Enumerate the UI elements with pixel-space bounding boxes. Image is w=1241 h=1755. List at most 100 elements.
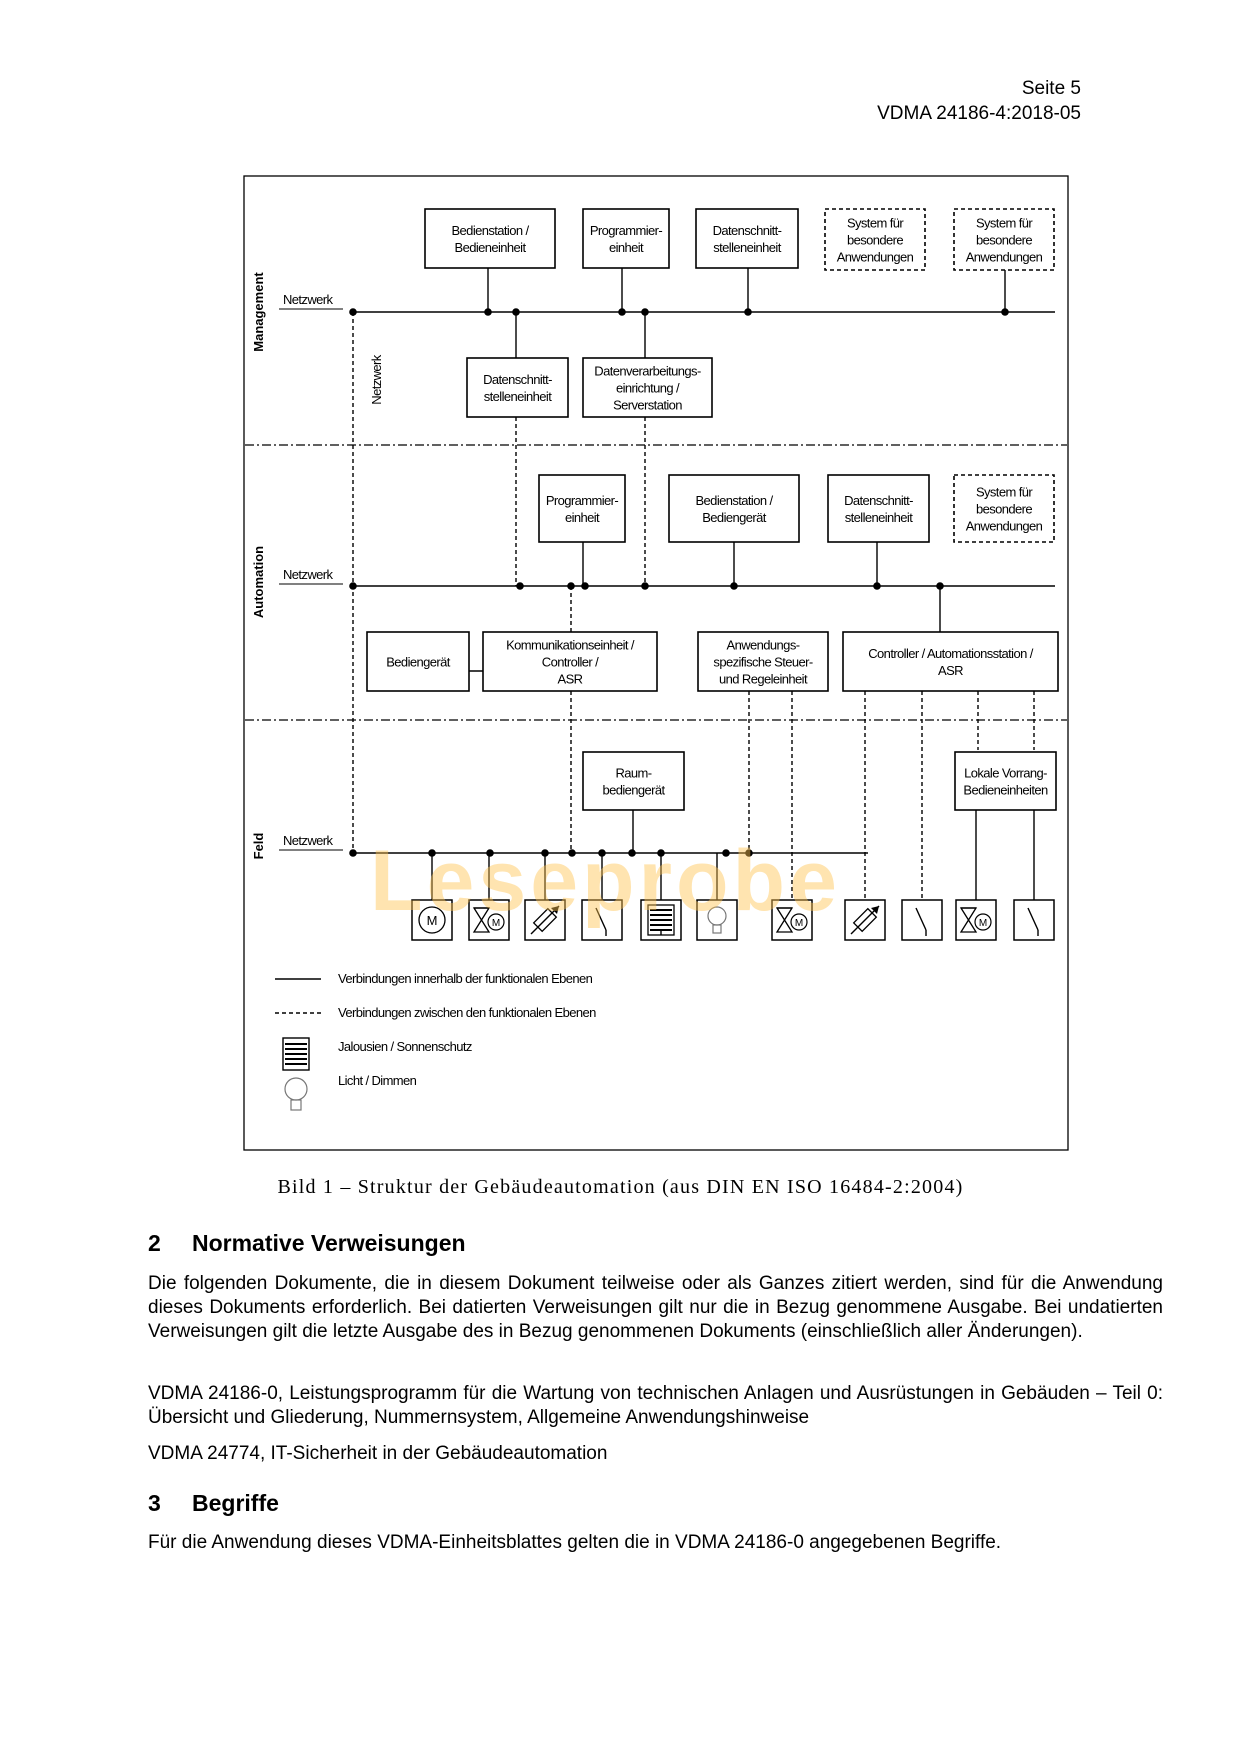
mgmt-bedienstation-box-label: Bedieneinheit (455, 240, 527, 255)
network-node (598, 849, 606, 857)
page-number: Seite 5 (1021, 78, 1081, 99)
motor-circle (487, 913, 505, 931)
auto-kommunikation-box (482, 631, 658, 692)
feld-lokal-box-label: Lokale Vorrang- (964, 766, 1047, 781)
auto-anwendung-box (697, 631, 829, 692)
mgmt-system-box (824, 208, 926, 271)
auto-anwendung-box-label: spezifische Steuer- (713, 655, 812, 670)
arrow-head (871, 906, 879, 914)
mgmt-programmier-box-label: einheit (609, 240, 644, 255)
valve-device-icon: M (955, 899, 997, 941)
feld-lokal-box (954, 751, 1057, 811)
auto-datenschnitt-box-label: stelleneinheit (845, 510, 913, 525)
mgmt-system-box-label: besondere (976, 233, 1032, 248)
light-bulb-icon (284, 1077, 308, 1111)
document-id: VDMA 24186-4:2018-05 (877, 103, 1081, 124)
bulb-device-icon (696, 899, 738, 941)
network-node (657, 849, 665, 857)
mgmt-programmier-box (582, 208, 670, 269)
network-label: Netzwerk (283, 833, 333, 848)
network-node (628, 849, 636, 857)
switch-lever (595, 907, 607, 931)
section-number: 2 (148, 1230, 161, 1256)
network-node (641, 582, 649, 590)
network-node (516, 582, 524, 590)
mgmt-system-box (953, 208, 1055, 271)
jalousie-frame (282, 1037, 310, 1071)
feld-raum-box-label: bediengerät (602, 783, 665, 798)
mgmt-system-box-label: Anwendungen (837, 250, 914, 265)
auto-anwendung-box-label: Anwendungs- (727, 638, 800, 653)
network-node (722, 849, 730, 857)
network-label: Netzwerk (283, 292, 333, 307)
mgmt-datenschnitt2-box-label: stelleneinheit (484, 389, 552, 404)
valve-device-icon: M (771, 899, 813, 941)
network-node (581, 582, 589, 590)
device-frame (955, 899, 997, 941)
bulb-base (290, 1099, 302, 1111)
mgmt-datenverarbeitung-box-label: einrichtung / (616, 381, 680, 396)
mgmt-datenschnitt2-box (466, 357, 569, 418)
network-node (567, 582, 575, 590)
mgmt-bedienstation-box-label: Bedienstation / (451, 223, 529, 238)
figure-caption: Bild 1 – Struktur der Gebäudeautomation … (277, 1176, 964, 1198)
network-node (641, 308, 649, 316)
auto-system-box (953, 474, 1055, 543)
auto-bedienstation-box-label: Bediengerät (702, 510, 766, 525)
auto-system-box-label: Anwendungen (966, 519, 1043, 534)
motor-letter: M (492, 918, 500, 929)
paragraph: VDMA 24774, IT-Sicherheit in der Gebäude… (148, 1443, 608, 1464)
auto-bedienstation-box (668, 474, 800, 543)
network-node (745, 849, 753, 857)
network-node (936, 582, 944, 590)
motor-circle (418, 906, 446, 934)
device-frame (771, 899, 813, 941)
auto-controller-box-label: Controller / Automationsstation / (868, 646, 1033, 661)
motor-circle (790, 913, 808, 931)
sensor-device-icon (844, 899, 886, 941)
auto-system-box-label: besondere (976, 502, 1032, 517)
auto-datenschnitt-box-label: Datenschnitt- (844, 493, 913, 508)
auto-bediengeraet-box-label: Bediengerät (386, 655, 450, 670)
bulb-base (712, 924, 722, 934)
auto-controller-box-label: ASR (938, 663, 963, 678)
mgmt-datenschnitt-box-label: stelleneinheit (713, 240, 781, 255)
mgmt-bedienstation-box (424, 208, 556, 269)
paragraph: VDMA 24186-0, Leistungsprogramm für die … (148, 1383, 1163, 1428)
jalousie-icon (282, 1037, 310, 1071)
valve-device-icon: M (468, 899, 510, 941)
building-automation-diagram: ManagementAutomationFeldNetzwerkNetzwerk… (243, 175, 1069, 1151)
network-node (349, 582, 357, 590)
network-node (486, 849, 494, 857)
mgmt-datenverarbeitung-box (582, 357, 713, 418)
switch-device-icon (581, 899, 623, 941)
network-node (744, 308, 752, 316)
network-label: Netzwerk (283, 567, 333, 582)
mgmt-datenschnitt-box-label: Datenschnitt- (713, 223, 782, 238)
network-node (349, 849, 357, 857)
device-frame (468, 899, 510, 941)
arrow-head (551, 906, 559, 914)
switch-device-icon (1013, 899, 1055, 941)
auto-datenschnitt-box (827, 474, 930, 543)
section-heading-2: 2 Normative Verweisungen (148, 1230, 466, 1257)
mgmt-system-box-label: Anwendungen (966, 250, 1043, 265)
level-label-automation: Automation (251, 546, 266, 618)
mgmt-programmier-box-label: Programmier- (590, 223, 663, 238)
mgmt-datenverarbeitung-box-label: Serverstation (613, 398, 682, 413)
mgmt-datenschnitt-box (695, 208, 799, 269)
auto-anwendung-box-label: und Regeleinheit (719, 672, 808, 687)
section-title: Normative Verweisungen (192, 1230, 466, 1256)
mgmt-system-box-label: besondere (847, 233, 903, 248)
feld-lokal-box-label: Bedieneinheiten (963, 783, 1048, 798)
section-number: 3 (148, 1490, 161, 1516)
mgmt-system-box-label: System für (976, 216, 1033, 231)
auto-kommunikation-box-label: Controller / (542, 655, 599, 670)
mgmt-datenschnitt2-box-label: Datenschnitt- (483, 372, 552, 387)
figure-frame (243, 175, 1069, 1151)
network-node (349, 308, 357, 316)
feld-raum-box (582, 751, 685, 811)
motor-letter: M (979, 918, 987, 929)
auto-bedienstation-box-label: Bedienstation / (695, 493, 773, 508)
